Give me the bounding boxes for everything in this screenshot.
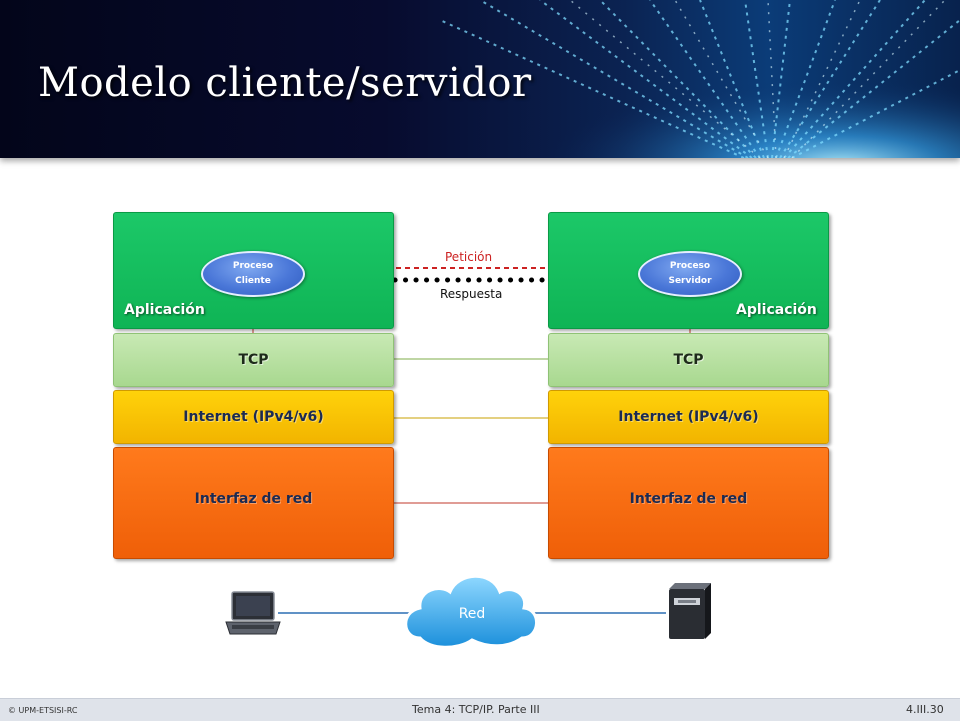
server-process: Proceso Servidor [638,251,742,297]
request-label: Petición [445,250,493,264]
footer-bar: © UPM-ETSISI-RC Tema 4: TCP/IP. Parte II… [0,698,960,721]
server-icon [669,583,711,639]
network-cloud-icon [404,574,538,649]
client-process-line2: Cliente [235,276,271,286]
server-application-layer [548,212,829,329]
slide-title: Modelo cliente/servidor [38,60,532,106]
client-network-interface-layer: Interfaz de red [113,447,394,559]
footer-topic: Tema 4: TCP/IP. Parte III [412,703,540,716]
server-process-line2: Servidor [668,276,712,286]
response-label: Respuesta [440,287,503,301]
laptop-icon [225,591,281,635]
header-banner: Modelo cliente/servidor [0,0,960,158]
client-tcp-layer: TCP [113,333,394,387]
footer-page-number: 4.III.30 [906,703,944,716]
server-application-label: Aplicación [736,302,817,318]
client-application-label: Aplicación [124,302,205,318]
server-tcp-layer: TCP [548,333,829,387]
server-process-line1: Proceso [669,261,711,271]
footer-copyright: © UPM-ETSISI-RC [8,706,78,715]
binary-rain-decoration [420,0,960,158]
client-process: Proceso Cliente [201,251,305,297]
server-internet-layer: Internet (IPv4/v6) [548,390,829,444]
client-process-line1: Proceso [232,261,274,271]
server-network-interface-layer: Interfaz de red [548,447,829,559]
client-internet-layer: Internet (IPv4/v6) [113,390,394,444]
network-cloud-label: Red [458,606,486,622]
